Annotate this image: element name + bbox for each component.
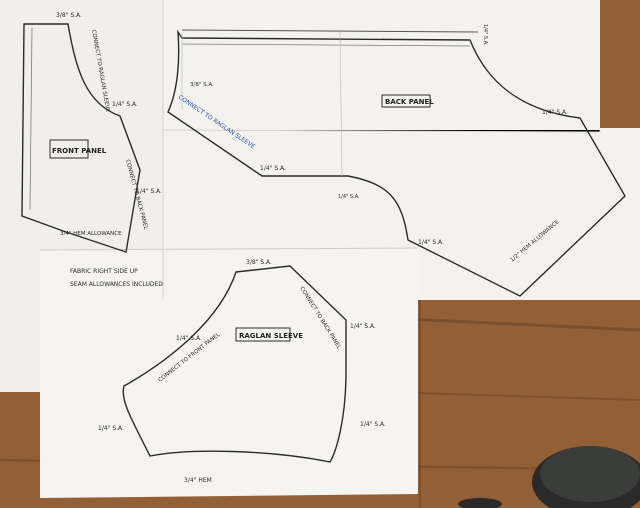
- raglan-sleeve-sa-left-top: 1/4" S.A.: [176, 335, 202, 342]
- back-panel-sa-lower: 1/4" S.A.: [418, 239, 444, 246]
- back-panel-corner-note: 1/4" S.A.: [482, 24, 488, 46]
- raglan-sleeve-sa-right: 1/4" S.A.: [360, 421, 386, 428]
- back-panel-sa-mid: 1/4" S.A.: [260, 165, 286, 172]
- front-panel-label-box: [49, 139, 89, 159]
- raglan-sleeve-label-box: [235, 327, 291, 342]
- front-panel-label: FRONT PANEL: [52, 147, 107, 155]
- dark-round-object: [458, 446, 640, 508]
- front-panel-hem: 3/4" HEM ALLOWANCE: [60, 231, 122, 237]
- front-panel-sa-right-2: 1/4" S.A.: [136, 188, 162, 195]
- back-panel-center-note: 1/4" S.A.: [338, 194, 360, 200]
- front-panel-sa-right-1: 1/4" S.A.: [112, 101, 138, 108]
- back-panel-sa-right: 1/4" S.A.: [542, 109, 568, 116]
- back-panel-label: BACK PANEL: [385, 98, 434, 106]
- raglan-sleeve-hem: 3/4" HEM: [184, 477, 212, 484]
- raglan-sleeve-fabric-note-1: FABRIC RIGHT SIDE UP: [70, 268, 138, 275]
- raglan-sleeve-top-sa: 3/8" S.A.: [246, 259, 272, 266]
- raglan-sleeve-sa-right-top: 1/4" S.A.: [350, 323, 376, 330]
- back-panel-label-box: [381, 94, 431, 108]
- raglan-sleeve-label: RAGLAN SLEEVE: [239, 332, 303, 340]
- raglan-sleeve-fabric-note-2: SEAM ALLOWANCES INCLUDED: [70, 281, 163, 288]
- front-panel-top-sa: 3/8" S.A.: [56, 12, 82, 19]
- raglan-sleeve-sa-left: 1/4" S.A.: [98, 425, 124, 432]
- back-panel-neck-sa: 3/8" S.A.: [190, 82, 214, 88]
